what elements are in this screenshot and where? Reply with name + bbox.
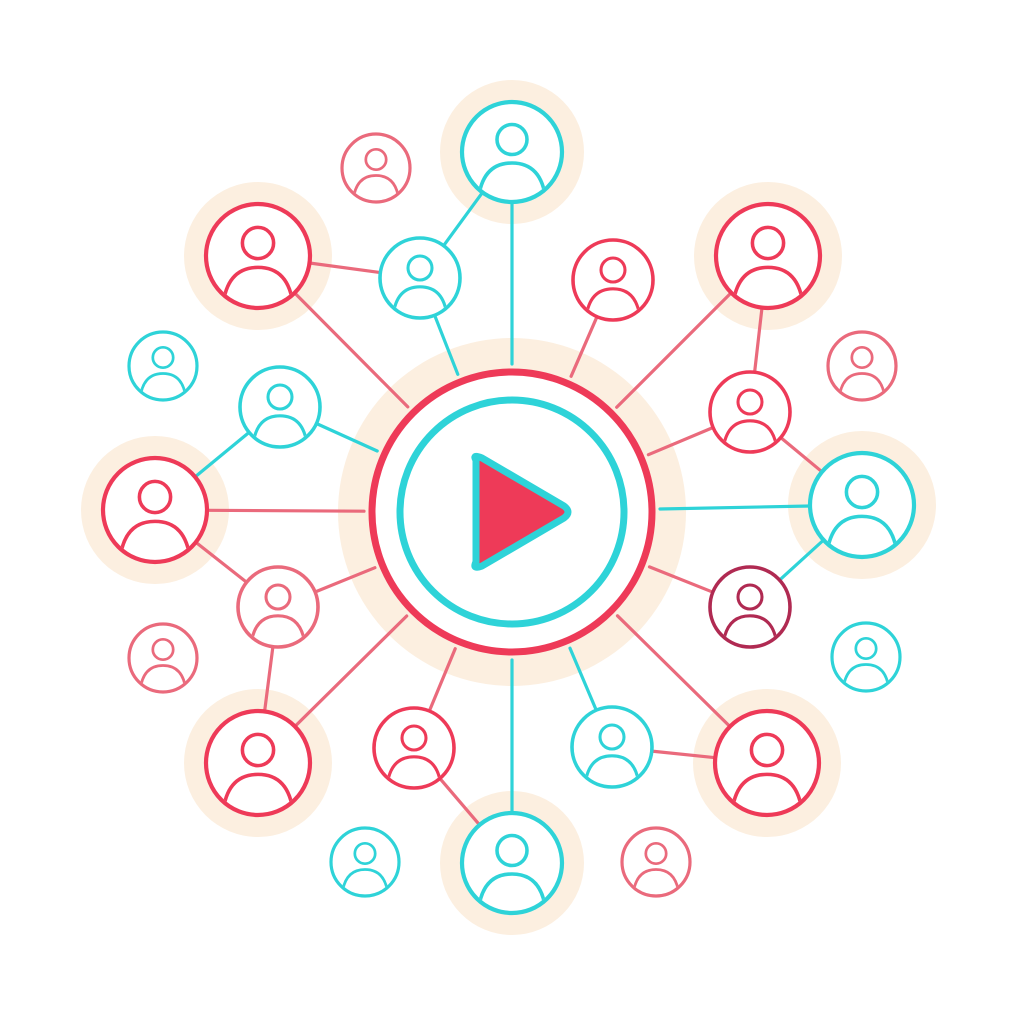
link-center-to-left-large xyxy=(205,508,366,513)
person-node-ring xyxy=(203,201,313,311)
person-node-ring xyxy=(712,708,822,818)
play-icon[interactable] xyxy=(471,452,572,571)
link-center-to-upper-inner-left xyxy=(433,313,460,376)
user-icon xyxy=(391,254,449,317)
person-node-ring xyxy=(329,826,401,898)
user-icon xyxy=(251,383,309,446)
user-icon xyxy=(721,583,779,646)
link-center-to-bottom-inner-right xyxy=(568,646,598,712)
person-node-left-large[interactable] xyxy=(100,455,210,565)
person-node-ring xyxy=(713,201,823,311)
user-icon xyxy=(351,147,401,201)
user-icon xyxy=(721,388,779,451)
link-center-to-right-large xyxy=(658,504,812,511)
person-node-ring xyxy=(372,706,456,790)
person-node-left-small-lower[interactable] xyxy=(127,622,199,694)
user-icon xyxy=(117,479,193,560)
person-node-bottom-inner-right[interactable] xyxy=(570,705,654,789)
link-center-to-upper-left-large xyxy=(293,291,410,409)
user-icon xyxy=(584,256,642,319)
person-node-ring xyxy=(127,330,199,402)
person-node-right-large[interactable] xyxy=(807,450,917,560)
person-node-ring xyxy=(340,132,412,204)
user-icon xyxy=(631,841,681,895)
link-center-to-lower-left-inner xyxy=(313,566,377,594)
person-node-ring xyxy=(378,236,462,320)
user-icon xyxy=(841,636,891,690)
person-node-mid-left-inner[interactable] xyxy=(238,365,322,449)
person-node-right-small-upper[interactable] xyxy=(826,330,898,402)
person-node-ring xyxy=(708,565,792,649)
person-node-top[interactable] xyxy=(459,99,565,205)
link-bottom-inner-right-to-lower-right-large xyxy=(650,749,717,760)
link-center-to-mid-left-inner xyxy=(314,421,379,453)
person-node-upper-inner-left[interactable] xyxy=(378,236,462,320)
person-node-ring xyxy=(830,621,902,693)
person-node-ring xyxy=(236,565,320,649)
person-node-right-small-lower[interactable] xyxy=(830,621,902,693)
person-node-lower-right-inner[interactable] xyxy=(708,565,792,649)
link-lower-right-inner-to-right-large xyxy=(777,538,826,582)
link-bottom-inner-left-to-bottom xyxy=(438,776,482,827)
link-center-to-lower-left-large xyxy=(293,614,409,729)
person-node-ring xyxy=(620,826,692,898)
user-icon xyxy=(138,637,188,691)
user-icon xyxy=(476,833,548,911)
person-node-ring xyxy=(459,99,565,205)
link-mid-left-inner-to-left-large xyxy=(193,430,251,479)
person-node-lower-left-large[interactable] xyxy=(203,708,313,818)
person-node-lower-right-large[interactable] xyxy=(712,708,822,818)
link-center-to-upper-inner-right xyxy=(569,315,599,378)
person-node-ring xyxy=(203,708,313,818)
link-center-to-upper-right-large xyxy=(615,291,733,409)
link-left-large-to-lower-left-inner xyxy=(194,540,249,584)
person-node-ring xyxy=(570,705,654,789)
link-center-to-bottom-inner-left xyxy=(427,647,457,713)
person-node-lower-left-inner[interactable] xyxy=(236,565,320,649)
user-icon xyxy=(730,225,806,306)
connection-lines xyxy=(193,190,826,827)
link-upper-inner-left-to-top xyxy=(442,190,485,248)
user-icon xyxy=(220,732,296,813)
user-icon xyxy=(385,724,443,787)
link-center-to-lower-right-large xyxy=(615,614,732,729)
user-icon xyxy=(220,225,296,306)
user-icon xyxy=(476,122,548,200)
link-lower-left-inner-to-lower-left-large xyxy=(263,645,275,714)
person-node-upper-left-large[interactable] xyxy=(203,201,313,311)
user-icon xyxy=(837,345,887,399)
person-node-bottom[interactable] xyxy=(459,810,565,916)
user-icon xyxy=(729,732,805,813)
person-node-bottom-inner-left[interactable] xyxy=(372,706,456,790)
person-node-ring xyxy=(708,370,792,454)
user-icon xyxy=(138,345,188,399)
user-icon xyxy=(583,723,641,786)
user-icon xyxy=(340,841,390,895)
person-node-ring xyxy=(571,238,655,322)
person-node-ring xyxy=(826,330,898,402)
link-upper-inner-left-to-upper-left-large xyxy=(307,261,382,275)
person-node-top-left-small[interactable] xyxy=(340,132,412,204)
person-node-ring xyxy=(459,810,565,916)
person-node-ring xyxy=(100,455,210,565)
person-node-mid-right-inner[interactable] xyxy=(708,370,792,454)
central-play-hub[interactable] xyxy=(368,368,656,656)
person-node-upper-inner-right[interactable] xyxy=(571,238,655,322)
user-icon xyxy=(824,474,900,555)
person-node-ring xyxy=(807,450,917,560)
person-node-upper-right-large[interactable] xyxy=(713,201,823,311)
link-upper-right-large-to-mid-right-inner xyxy=(752,306,764,374)
person-node-ring xyxy=(238,365,322,449)
person-node-bottom-left-small[interactable] xyxy=(329,826,401,898)
person-nodes xyxy=(100,99,917,916)
person-node-left-small-upper[interactable] xyxy=(127,330,199,402)
person-node-ring xyxy=(127,622,199,694)
link-center-to-mid-right-inner xyxy=(646,425,715,457)
person-node-bottom-right-small[interactable] xyxy=(620,826,692,898)
link-center-to-lower-right-inner xyxy=(647,565,715,594)
user-icon xyxy=(249,583,307,646)
link-mid-right-inner-to-right-large xyxy=(779,436,824,474)
